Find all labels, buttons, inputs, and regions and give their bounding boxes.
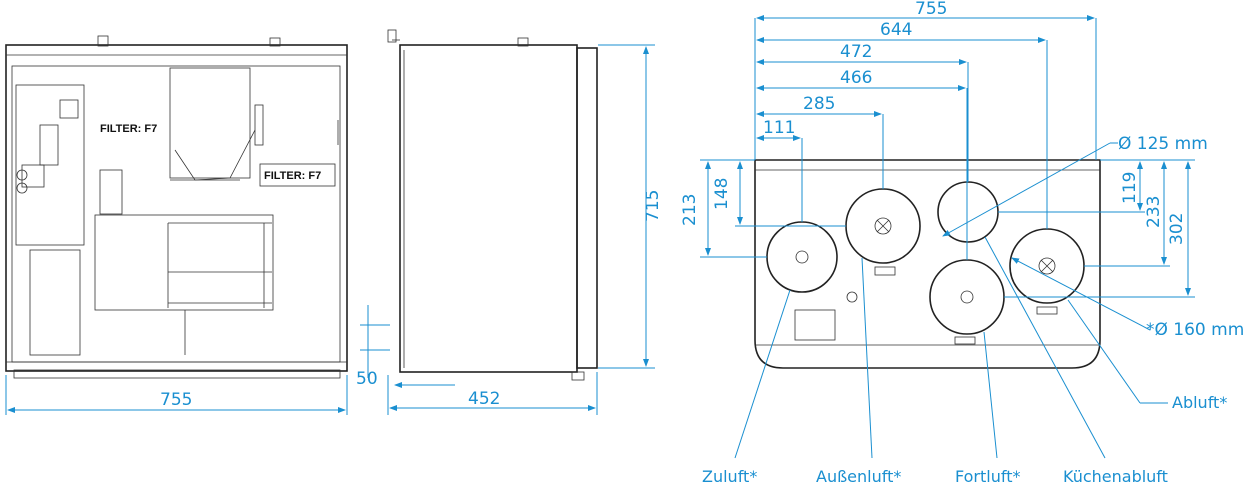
top-dim-233: 233 [1144,196,1164,228]
side-height-dim: 715 [643,190,663,222]
top-dim-472: 472 [840,42,872,62]
label-abluft: Abluft* [1172,393,1227,412]
front-housing-outline [5,44,348,372]
connector-panel [794,309,836,341]
side-housing-outline [399,44,578,373]
top-dim-755: 755 [915,0,947,19]
top-dim-119: 119 [1120,172,1140,204]
port-fortluft [929,259,1005,335]
diameter-160-leader [1011,257,1151,331]
diameter-160-label: *Ø 160 mm [1146,320,1244,340]
filter-label-2: FILTER: F7 [264,170,321,182]
label-aussenluft: Außenluft* [816,467,901,486]
label-fortluft: Fortluft* [955,467,1020,486]
electronics-panel [15,84,85,246]
top-dim-148: 148 [712,178,732,210]
top-dim-644: 644 [880,20,912,40]
port-kuechenabluft [937,181,999,243]
top-dim-213: 213 [680,194,700,226]
side-depth-dim: 452 [468,389,500,409]
front-view: FILTER: F7 FILTER: F7 755 [5,35,348,415]
top-housing-outline [754,159,1101,369]
label-kuechenabluft: Küchenabluft [1063,467,1168,486]
front-inner-frame [11,65,341,363]
filter-label-1: FILTER: F7 [100,123,157,135]
side-door [576,47,598,369]
label-zuluft: Zuluft* [702,467,757,486]
top-dim-285: 285 [803,94,835,114]
diameter-125-leader [942,142,1111,237]
port-zuluft [766,221,838,293]
top-dim-302: 302 [1167,213,1187,245]
side-foot-dim: 50 [356,369,378,389]
top-dim-111: 111 [763,118,795,138]
top-view: 755 644 472 466 285 111 213 148 119 233 [680,0,1244,486]
side-view: 715 452 50 [356,29,663,415]
diameter-125-label: Ø 125 mm [1118,134,1208,154]
front-width-dim: 755 [160,390,192,410]
heat-exchanger [94,214,274,311]
top-dim-466: 466 [840,68,872,88]
